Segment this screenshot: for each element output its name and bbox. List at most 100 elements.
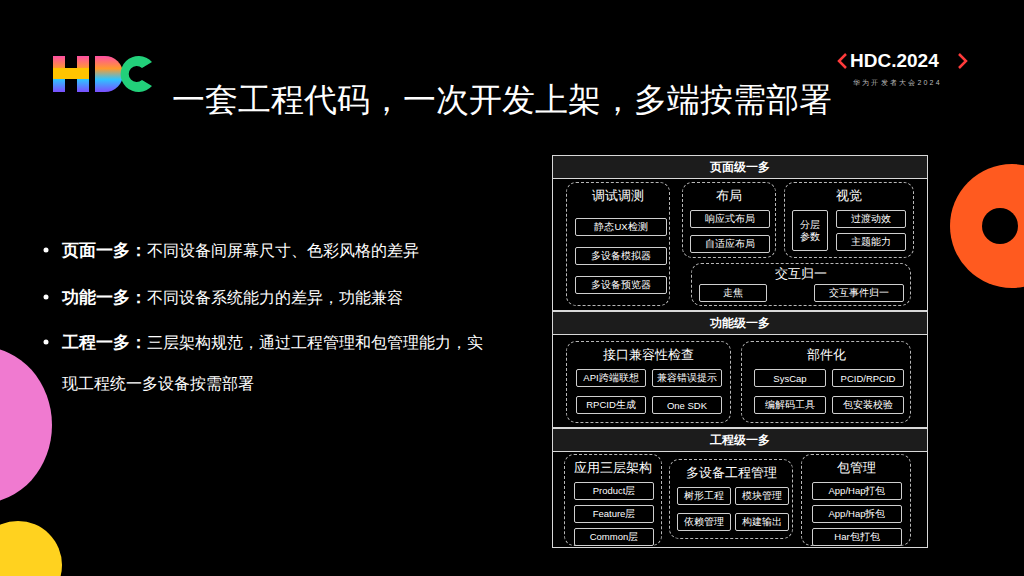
- box-label: One SDK: [667, 400, 707, 411]
- box-label: 编解码工具: [765, 399, 815, 412]
- feature-box: 树形工程: [677, 487, 731, 505]
- hdc-logo: [53, 56, 152, 92]
- feature-box: PCID/RPCID: [832, 369, 904, 387]
- band-title: 页面级一多: [710, 159, 770, 176]
- level-band: 工程级一多应用三层架构 Product层 Feature层 Common层 多设备工程管…: [552, 428, 928, 548]
- box-label: App/Hap拆包: [829, 508, 886, 521]
- chevron: [959, 54, 966, 68]
- orange-notch: [982, 208, 1018, 244]
- feature-box: 依赖管理: [677, 513, 731, 531]
- band-header: 功能级一多: [553, 312, 927, 335]
- feature-box: App/Hap拆包: [812, 505, 902, 523]
- level-band: 页面级一多调试调测静态UX检测多设备模拟器多设备预览器布局响应式布局自适应布局视…: [552, 155, 928, 311]
- box-label: Har包打包: [834, 531, 879, 544]
- bullet-heading: 页面一多：: [62, 241, 147, 260]
- feature-box: 交互事件归一: [814, 284, 904, 302]
- feature-box: Har包打包: [812, 528, 902, 546]
- feature-group: 调试调测静态UX检测多设备模拟器多设备预览器: [566, 182, 670, 306]
- bullet-text: 不同设备间屏幕尺寸、色彩风格的差异: [147, 242, 419, 259]
- event-subtitle: 华为开发者大会2024: [853, 78, 942, 88]
- box-label: 模块管理: [742, 490, 782, 503]
- box-label: RPCID生成: [586, 399, 636, 412]
- band-title: 工程级一多: [710, 432, 770, 449]
- band-header: 工程级一多: [553, 429, 927, 452]
- group-title: 应用三层架构: [565, 460, 661, 477]
- feature-box: 自适应布局: [690, 235, 770, 253]
- feature-box: RPCID生成: [576, 396, 646, 414]
- group-title: 交互归一: [692, 266, 910, 283]
- box-label: 构建输出: [742, 516, 782, 529]
- slide-title: 一套工程代码，一次开发上架，多端按需部署: [172, 78, 832, 123]
- feature-box: 过渡动效: [836, 210, 906, 228]
- feature-box: Common层: [574, 528, 654, 546]
- bullet-dot: [44, 295, 49, 300]
- feature-box: API跨端联想: [576, 369, 646, 387]
- feature-box: One SDK: [652, 396, 722, 414]
- feature-box: 静态UX检测: [575, 218, 667, 236]
- box-label: PCID/RPCID: [841, 373, 896, 384]
- box-label: 多设备模拟器: [591, 250, 651, 263]
- bullet-heading: 功能一多：: [62, 288, 147, 307]
- box-label: 主题能力: [851, 236, 891, 249]
- box-label: 响应式布局: [705, 213, 755, 226]
- orange-shape: [950, 164, 1024, 288]
- box-label: App/Hap打包: [829, 485, 886, 498]
- bullet-dot: [44, 340, 49, 345]
- event-logo-text: HDC.2024: [850, 50, 939, 72]
- feature-box: 主题能力: [836, 233, 906, 251]
- box-label: 分层参数: [800, 219, 821, 243]
- feature-box: 多设备预览器: [575, 276, 667, 294]
- panel-frame: [553, 156, 928, 548]
- feature-group: 布局响应式布局自适应布局: [682, 182, 776, 258]
- feature-box: Product层: [574, 482, 654, 500]
- bullet-item: 页面一多：不同设备间屏幕尺寸、色彩风格的差异: [62, 230, 487, 271]
- box-label: 交互事件归一: [829, 287, 889, 300]
- feature-group: 应用三层架构 Product层 Feature层 Common层: [564, 454, 662, 546]
- bullet-item: 功能一多：不同设备系统能力的差异，功能兼容: [62, 277, 487, 318]
- bullet-dot: [44, 248, 49, 253]
- box-label: 包安装校验: [843, 399, 893, 412]
- feature-box: Feature层: [574, 505, 654, 523]
- box-label: 过渡动效: [851, 213, 891, 226]
- pink-shape: [0, 347, 52, 503]
- box-label: SysCap: [773, 373, 806, 384]
- feature-box: 构建输出: [735, 513, 789, 531]
- feature-group: 包管理 App/Hap打包 App/Hap拆包 Har包打包: [801, 454, 911, 546]
- box-label: 自适应布局: [705, 238, 755, 251]
- group-title: 多设备工程管理: [670, 465, 792, 482]
- box-label: 依赖管理: [684, 516, 724, 529]
- feature-group: 交互归一走焦 交互事件归一: [691, 263, 911, 306]
- band-header: 页面级一多: [553, 156, 927, 179]
- bullet-heading: 工程一多：: [62, 333, 147, 352]
- feature-box: 响应式布局: [690, 210, 770, 228]
- group-title: 视觉: [785, 188, 913, 205]
- feature-box: 编解码工具: [754, 396, 826, 414]
- box-label: 静态UX检测: [594, 221, 647, 234]
- yellow-shape: [0, 521, 62, 576]
- band-title: 功能级一多: [710, 315, 770, 332]
- group-title: 接口兼容性检查: [567, 347, 730, 364]
- chevron: [839, 54, 846, 68]
- group-title: 布局: [683, 188, 775, 205]
- box-label: 多设备预览器: [591, 279, 651, 292]
- feature-box: 包安装校验: [832, 396, 904, 414]
- feature-group: 多设备工程管理树形工程模块管理依赖管理 构建输出: [669, 459, 793, 539]
- feature-box: 多设备模拟器: [575, 247, 667, 265]
- feature-box: 分层参数: [792, 210, 828, 251]
- group-title: 包管理: [802, 460, 910, 477]
- feature-box: 走焦: [699, 284, 767, 302]
- feature-group: 接口兼容性检查 API跨端联想 兼容错误提示 RPCID生成 One SDK: [566, 341, 731, 423]
- box-label: Product层: [593, 485, 636, 498]
- box-label: 走焦: [723, 287, 743, 300]
- box-label: API跨端联想: [583, 372, 638, 385]
- bullet-item: 工程一多：三层架构规范，通过工程管理和包管理能力，实现工程统一多设备按需部署: [62, 322, 487, 404]
- bullet-text: 不同设备系统能力的差异，功能兼容: [147, 289, 403, 306]
- box-label: 兼容错误提示: [657, 372, 717, 385]
- box-label: Common层: [590, 531, 639, 544]
- feature-box: SysCap: [754, 369, 826, 387]
- group-title: 调试调测: [567, 188, 669, 205]
- feature-box: App/Hap打包: [812, 482, 902, 500]
- level-band: 功能级一多接口兼容性检查 API跨端联想 兼容错误提示 RPCID生成 One SDK 部…: [552, 311, 928, 428]
- feature-box: 兼容错误提示: [652, 369, 722, 387]
- group-title: 部件化: [742, 347, 910, 364]
